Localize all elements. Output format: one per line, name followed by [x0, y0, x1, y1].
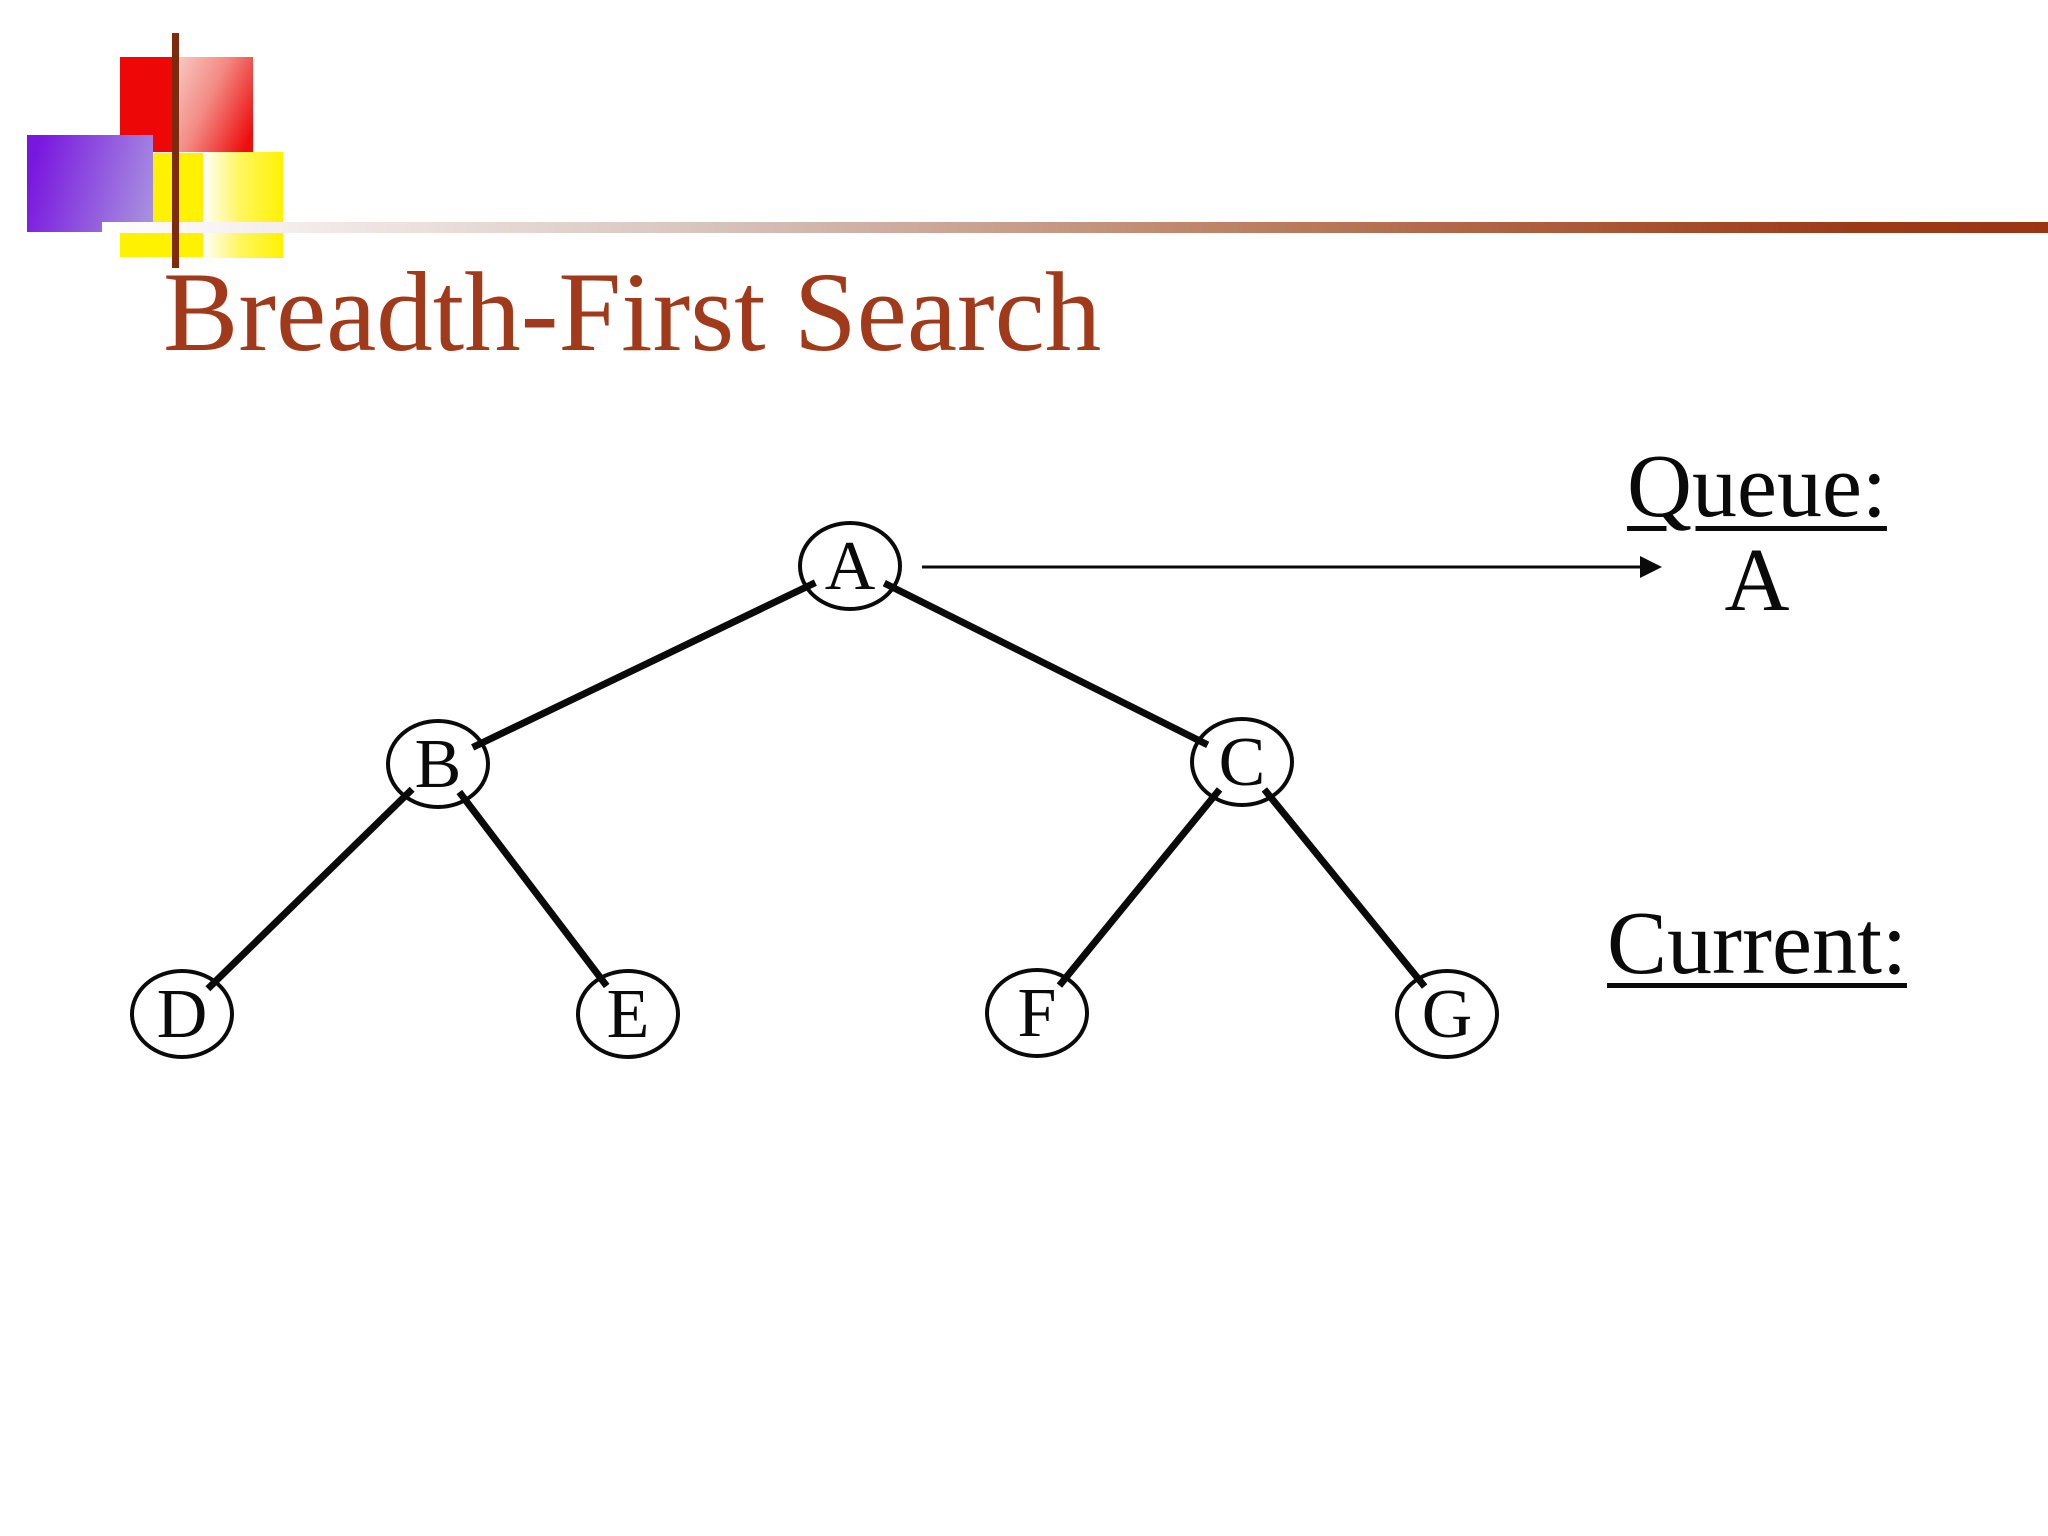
tree-node-label-C: C: [1219, 724, 1266, 801]
deco-red-square-gradient: [172, 57, 253, 152]
queue-arrow-head: [1640, 556, 1662, 578]
header-rule: [102, 222, 2048, 233]
page-title: Breadth-First Search: [163, 250, 1102, 375]
tree-node-label-B: B: [415, 726, 462, 803]
current-label: Current:: [1607, 894, 1907, 993]
tree-edge-B-E: [456, 789, 610, 989]
queue-label: Queue:: [1627, 437, 1887, 536]
tree-edge-C-F: [1056, 787, 1223, 988]
tree-node-label-F: F: [1018, 975, 1057, 1052]
tree-edge-A-B: [471, 579, 817, 751]
tree-edge-C-G: [1261, 787, 1428, 989]
tree-node-label-D: D: [157, 976, 208, 1053]
deco-purple-square: [27, 135, 153, 232]
tree-node-circle-E: [576, 969, 680, 1059]
tree-node-circle-B: [386, 719, 490, 809]
tree-node-label-A: A: [825, 528, 876, 605]
queue-contents: A: [1724, 531, 1790, 630]
tree-node-circle-C: [1190, 717, 1294, 807]
tree-node-circle-F: [985, 968, 1089, 1058]
header-vertical-line: [172, 33, 179, 268]
tree-node-circle-A: [798, 521, 902, 611]
tree-node-circle-G: [1395, 969, 1499, 1059]
tree-node-label-E: E: [607, 976, 650, 1053]
tree-edge-B-D: [205, 786, 415, 992]
deco-yellow-square-gradient: [205, 152, 283, 258]
tree-edge-A-C: [882, 580, 1210, 748]
tree-node-label-G: G: [1422, 976, 1473, 1053]
tree-node-circle-D: [130, 969, 234, 1059]
